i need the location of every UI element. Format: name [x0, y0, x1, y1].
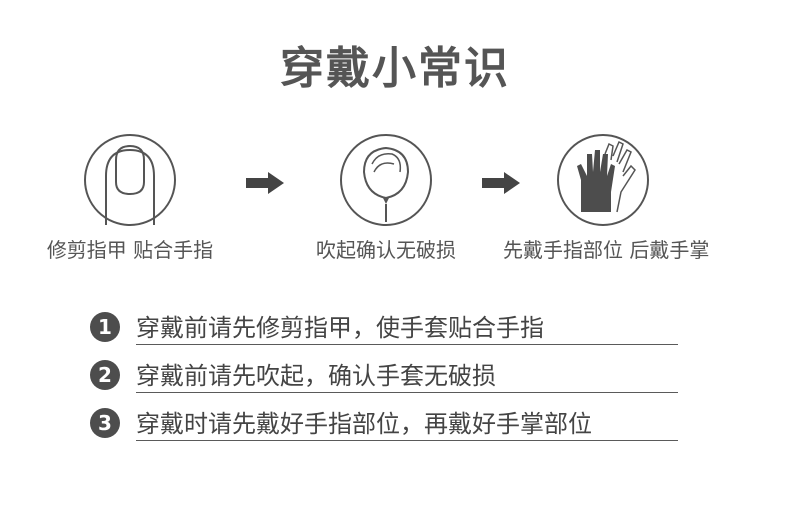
gloved-hand-icon	[557, 134, 649, 226]
tip-item: 2 穿戴前请先吹起，确认手套无破损	[90, 354, 690, 402]
number-badge: 1	[90, 312, 120, 342]
number-badge: 2	[90, 360, 120, 390]
step-label: 吹起确认无破损	[316, 238, 456, 262]
tip-text: 穿戴前请先吹起，确认手套无破损	[136, 362, 496, 390]
step-label: 先戴手指部位 后戴手掌	[503, 238, 710, 262]
step-fingers-first: 先戴手指部位 后戴手掌	[503, 132, 710, 263]
step-inflate-check: 吹起确认无破损	[286, 132, 486, 263]
underline-divider	[136, 344, 678, 345]
page-title: 穿戴小常识	[280, 43, 510, 94]
underline-divider	[136, 392, 678, 393]
arrow-right-icon	[246, 172, 284, 194]
inflated-glove-balloon-icon	[340, 134, 432, 226]
step-trim-nails: 修剪指甲 贴合手指	[30, 132, 230, 263]
tip-item: 3 穿戴时请先戴好手指部位，再戴好手掌部位	[90, 402, 690, 450]
tip-item: 1 穿戴前请先修剪指甲，使手套贴合手指	[90, 306, 690, 354]
tip-text: 穿戴时请先戴好手指部位，再戴好手掌部位	[136, 410, 592, 438]
trimmed-fingernail-icon	[84, 134, 176, 226]
number-badge: 3	[90, 408, 120, 438]
arrow-right-icon	[482, 172, 520, 194]
tips-list: 1 穿戴前请先修剪指甲，使手套贴合手指 2 穿戴前请先吹起，确认手套无破损 3 …	[90, 306, 690, 450]
step-label: 修剪指甲 贴合手指	[46, 238, 214, 262]
underline-divider	[136, 440, 678, 441]
tip-text: 穿戴前请先修剪指甲，使手套贴合手指	[136, 314, 544, 342]
